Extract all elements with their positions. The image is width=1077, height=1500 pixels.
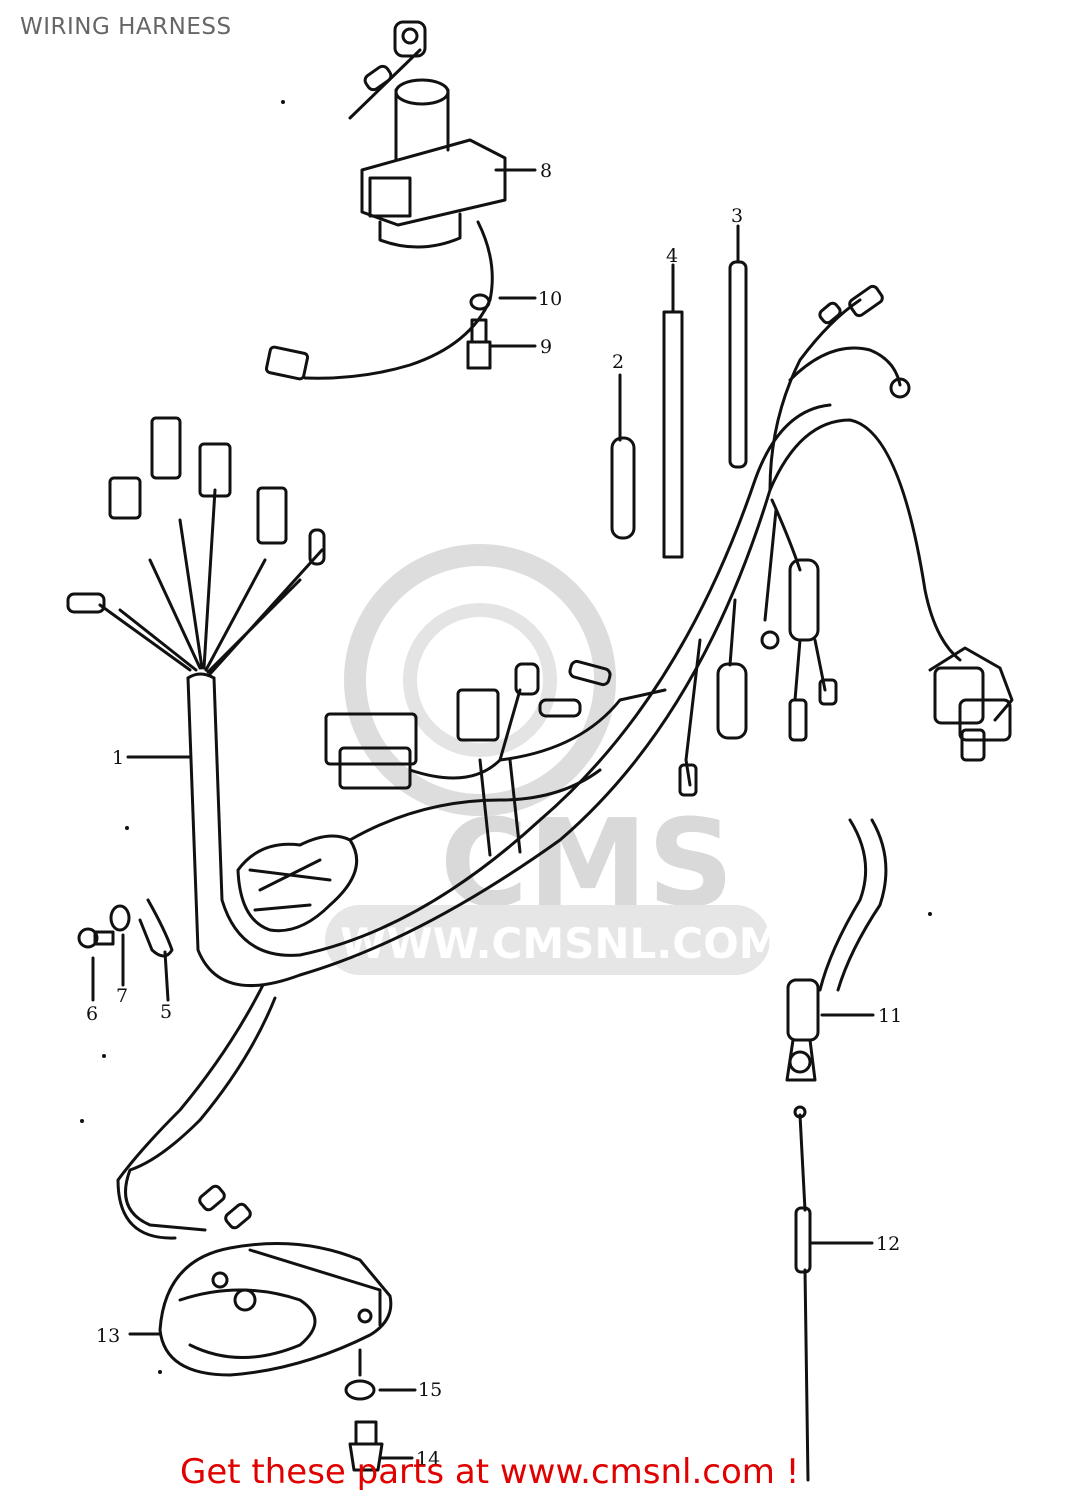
washer-part-7 xyxy=(109,904,131,932)
horn xyxy=(158,1242,393,1377)
callout-9: 9 xyxy=(540,336,552,358)
callout-4: 4 xyxy=(666,245,678,267)
buy-parts-link[interactable]: Get these parts at www.cmsnl.com ! xyxy=(180,1452,800,1492)
clip-part-5 xyxy=(138,898,174,958)
fuse-part-2 xyxy=(610,378,636,540)
callout-12: 12 xyxy=(876,1233,900,1255)
callout-8: 8 xyxy=(540,160,552,182)
grommet-part-10 xyxy=(469,293,491,311)
callout-1: 1 xyxy=(112,747,124,769)
neutral-switch xyxy=(785,818,888,1082)
callout-7: 7 xyxy=(116,985,128,1007)
rod-part-4 xyxy=(662,268,684,559)
callout-2: 2 xyxy=(612,351,624,373)
bolt-part-6 xyxy=(77,927,115,949)
callout-11: 11 xyxy=(878,1005,902,1027)
washer-part-15 xyxy=(344,1379,376,1401)
watermark-url: WWW.CMSNL.COM xyxy=(340,919,781,968)
callout-10: 10 xyxy=(538,288,562,310)
callout-13: 13 xyxy=(96,1325,120,1347)
ignition-switch xyxy=(264,20,507,381)
callout-3: 3 xyxy=(731,205,743,227)
callout-5: 5 xyxy=(160,1001,172,1023)
cable-part-12 xyxy=(793,1105,812,1482)
callout-15: 15 xyxy=(418,1379,442,1401)
callout-14: 14 xyxy=(416,1448,440,1470)
callout-6: 6 xyxy=(86,1003,98,1025)
main-wiring-harness xyxy=(66,284,1014,1240)
bolt-part-14 xyxy=(348,1420,384,1472)
page-title: WIRING HARNESS xyxy=(20,14,232,40)
screw-part-9 xyxy=(466,318,492,370)
rod-part-3 xyxy=(728,230,748,469)
